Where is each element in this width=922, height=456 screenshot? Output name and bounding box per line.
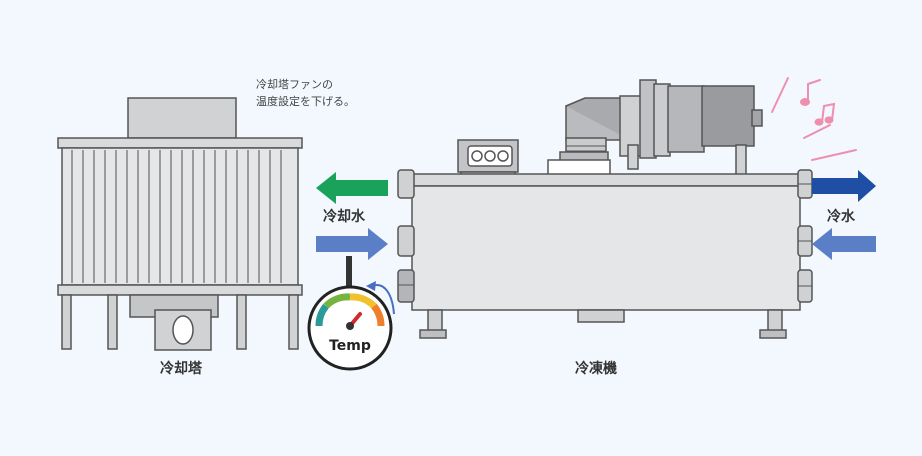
music-notes-icon (771, 77, 857, 161)
gauge-label: Temp (329, 338, 371, 354)
label-cooling-tower: 冷却塔 (160, 361, 202, 377)
annotation-line-2: 温度設定を下げる。 (256, 95, 355, 108)
chiller-flange-ribs (398, 145, 812, 287)
arrow-chilled-water-in (812, 228, 876, 260)
label-chilled-water: 冷水 (827, 209, 855, 225)
label-cooling-water: 冷却水 (323, 209, 365, 225)
arrow-cooling-water-supply (316, 228, 388, 260)
arrow-chilled-water-out (812, 170, 876, 202)
arrow-cooling-water-return (316, 172, 388, 204)
chiller (397, 79, 813, 339)
control-panel-dials (467, 145, 513, 167)
cooling-tower-louvers (71, 150, 282, 283)
gauge-icon (307, 256, 395, 371)
annotation-line-1: 冷却塔ファンの (256, 78, 333, 91)
label-chiller: 冷凍機 (575, 361, 617, 377)
